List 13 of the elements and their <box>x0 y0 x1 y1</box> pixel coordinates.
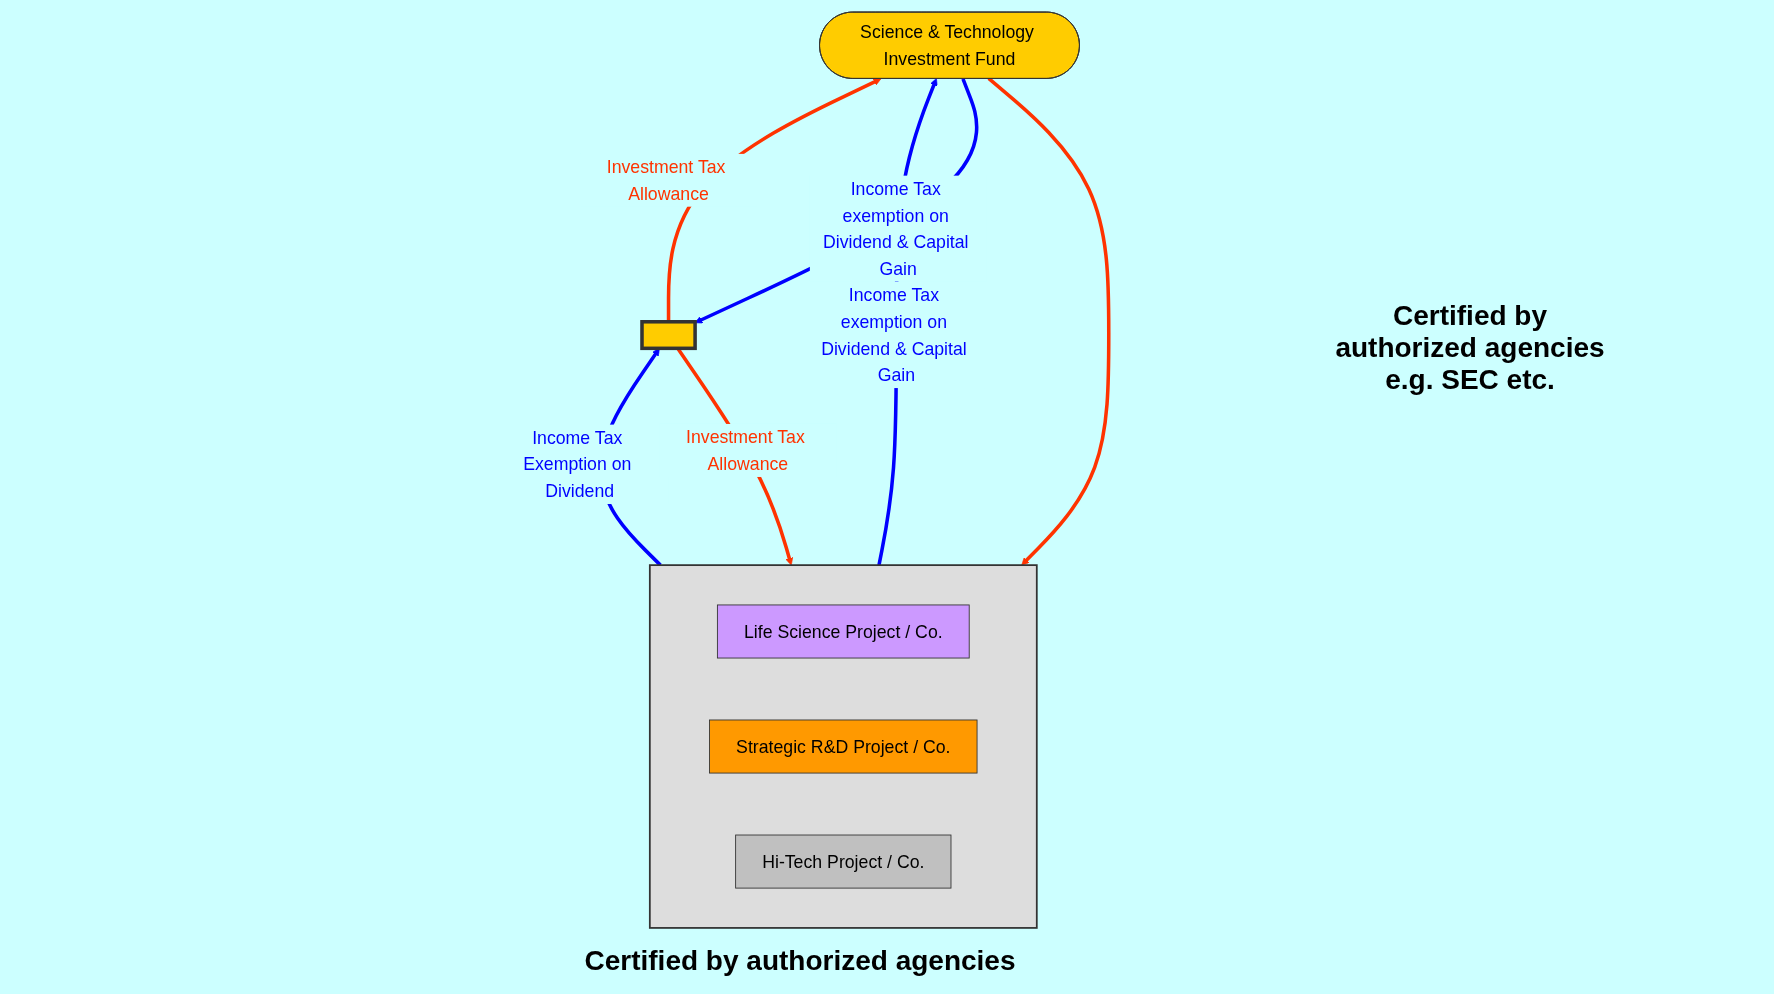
note-text: Certified by authorized agencies <box>583 945 1017 977</box>
node-box: Hi-Tech Project / Co. <box>735 834 952 889</box>
arrow <box>987 77 1111 566</box>
node-box: Life Science Project / Co. <box>716 604 970 659</box>
node-bar <box>640 320 697 351</box>
cluster <box>648 564 1038 929</box>
edge-label: Income Tax exemption on Dividend & Capital Gain <box>822 179 969 279</box>
edge-label: Investment Tax Allowance <box>606 157 726 204</box>
edge-label: Income Tax Exemption on Dividend <box>523 427 632 501</box>
node-box: Strategic R&D Project / Co. <box>709 719 978 774</box>
note-text: Certified by authorized agencies e.g. SEC etc. <box>1334 300 1606 396</box>
edge-label: Income Tax exemption on Dividend & Capital Gain <box>821 285 967 385</box>
edge-label: Investment Tax Allowance <box>686 427 805 474</box>
